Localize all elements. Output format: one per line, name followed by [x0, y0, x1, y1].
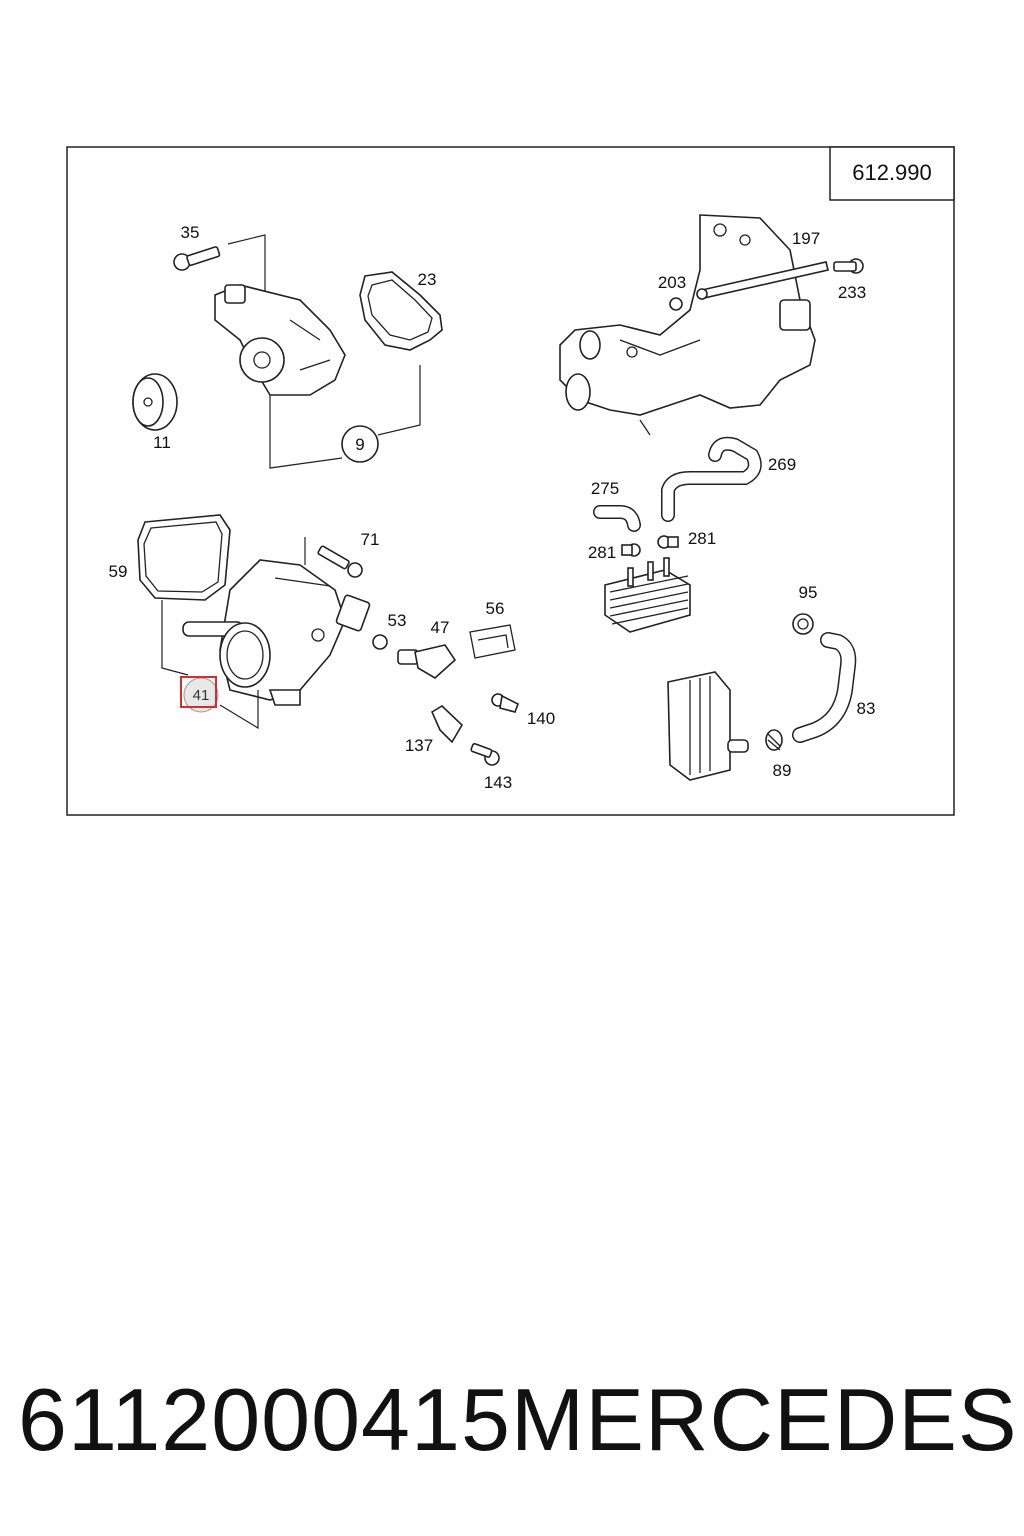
part-41-highlight[interactable]: 41: [180, 676, 219, 713]
label-47: 47: [431, 618, 450, 637]
clip-137: [430, 705, 464, 744]
hose-275: [593, 505, 641, 532]
gasket-23: [359, 271, 443, 351]
label-89: 89: [773, 761, 792, 780]
label-95: 95: [799, 583, 818, 602]
part-number: 6112000415: [18, 1370, 511, 1469]
label-53: 53: [388, 611, 407, 630]
water-pump: [214, 284, 346, 396]
clamp-89: [765, 729, 783, 751]
oring-203: [669, 297, 683, 311]
reference-code: 612.990: [852, 160, 932, 185]
reference-box: [829, 146, 955, 201]
bolt-143: [470, 743, 500, 766]
thermostat-housing: [182, 559, 371, 706]
sensor-47: [397, 644, 457, 679]
label-233: 233: [838, 283, 866, 302]
label-59: 59: [109, 562, 128, 581]
label-56: 56: [486, 599, 505, 618]
label-197: 197: [792, 229, 820, 248]
callout-9: 9: [341, 425, 379, 463]
label-23: 23: [418, 270, 437, 289]
product-caption: 6112000415 MERCEDES: [18, 1365, 1017, 1475]
gasket-59: [137, 514, 231, 601]
brand-name: MERCEDES: [510, 1370, 1018, 1469]
bolt-35: [173, 246, 221, 271]
clip-56: [469, 624, 516, 659]
label-137: 137: [405, 736, 433, 755]
label-143: 143: [484, 773, 512, 792]
label-275: 275: [591, 479, 619, 498]
label-35: 35: [181, 223, 200, 242]
clip-140: [491, 693, 520, 713]
label-83: 83: [857, 699, 876, 718]
bolt-233: [833, 258, 864, 274]
clamp-281-right: [657, 535, 679, 549]
coolant-housing: [559, 214, 816, 436]
hose-83: [792, 632, 857, 743]
label-11: 11: [153, 433, 171, 452]
label-71: 71: [361, 530, 380, 549]
label-281-left: 281: [588, 543, 616, 562]
pulley-11: [132, 373, 178, 431]
clamp-95: [792, 613, 814, 635]
oil-cooler-lower: [667, 671, 749, 781]
label-281-right: 281: [688, 529, 716, 548]
hose-269: [661, 436, 762, 522]
diagram-border: [66, 146, 955, 816]
clamp-281-left: [621, 543, 641, 557]
parts-diagram: 612.990 35 23 11 9: [66, 146, 955, 816]
label-140: 140: [527, 709, 555, 728]
label-203: 203: [658, 273, 686, 292]
bolt-71: [317, 545, 363, 578]
label-41: 41: [193, 687, 210, 704]
label-269: 269: [768, 455, 796, 474]
label-9: 9: [355, 435, 364, 454]
oring-53: [372, 634, 388, 650]
oil-cooler-upper: [604, 557, 691, 633]
pipe-197: [696, 261, 829, 300]
